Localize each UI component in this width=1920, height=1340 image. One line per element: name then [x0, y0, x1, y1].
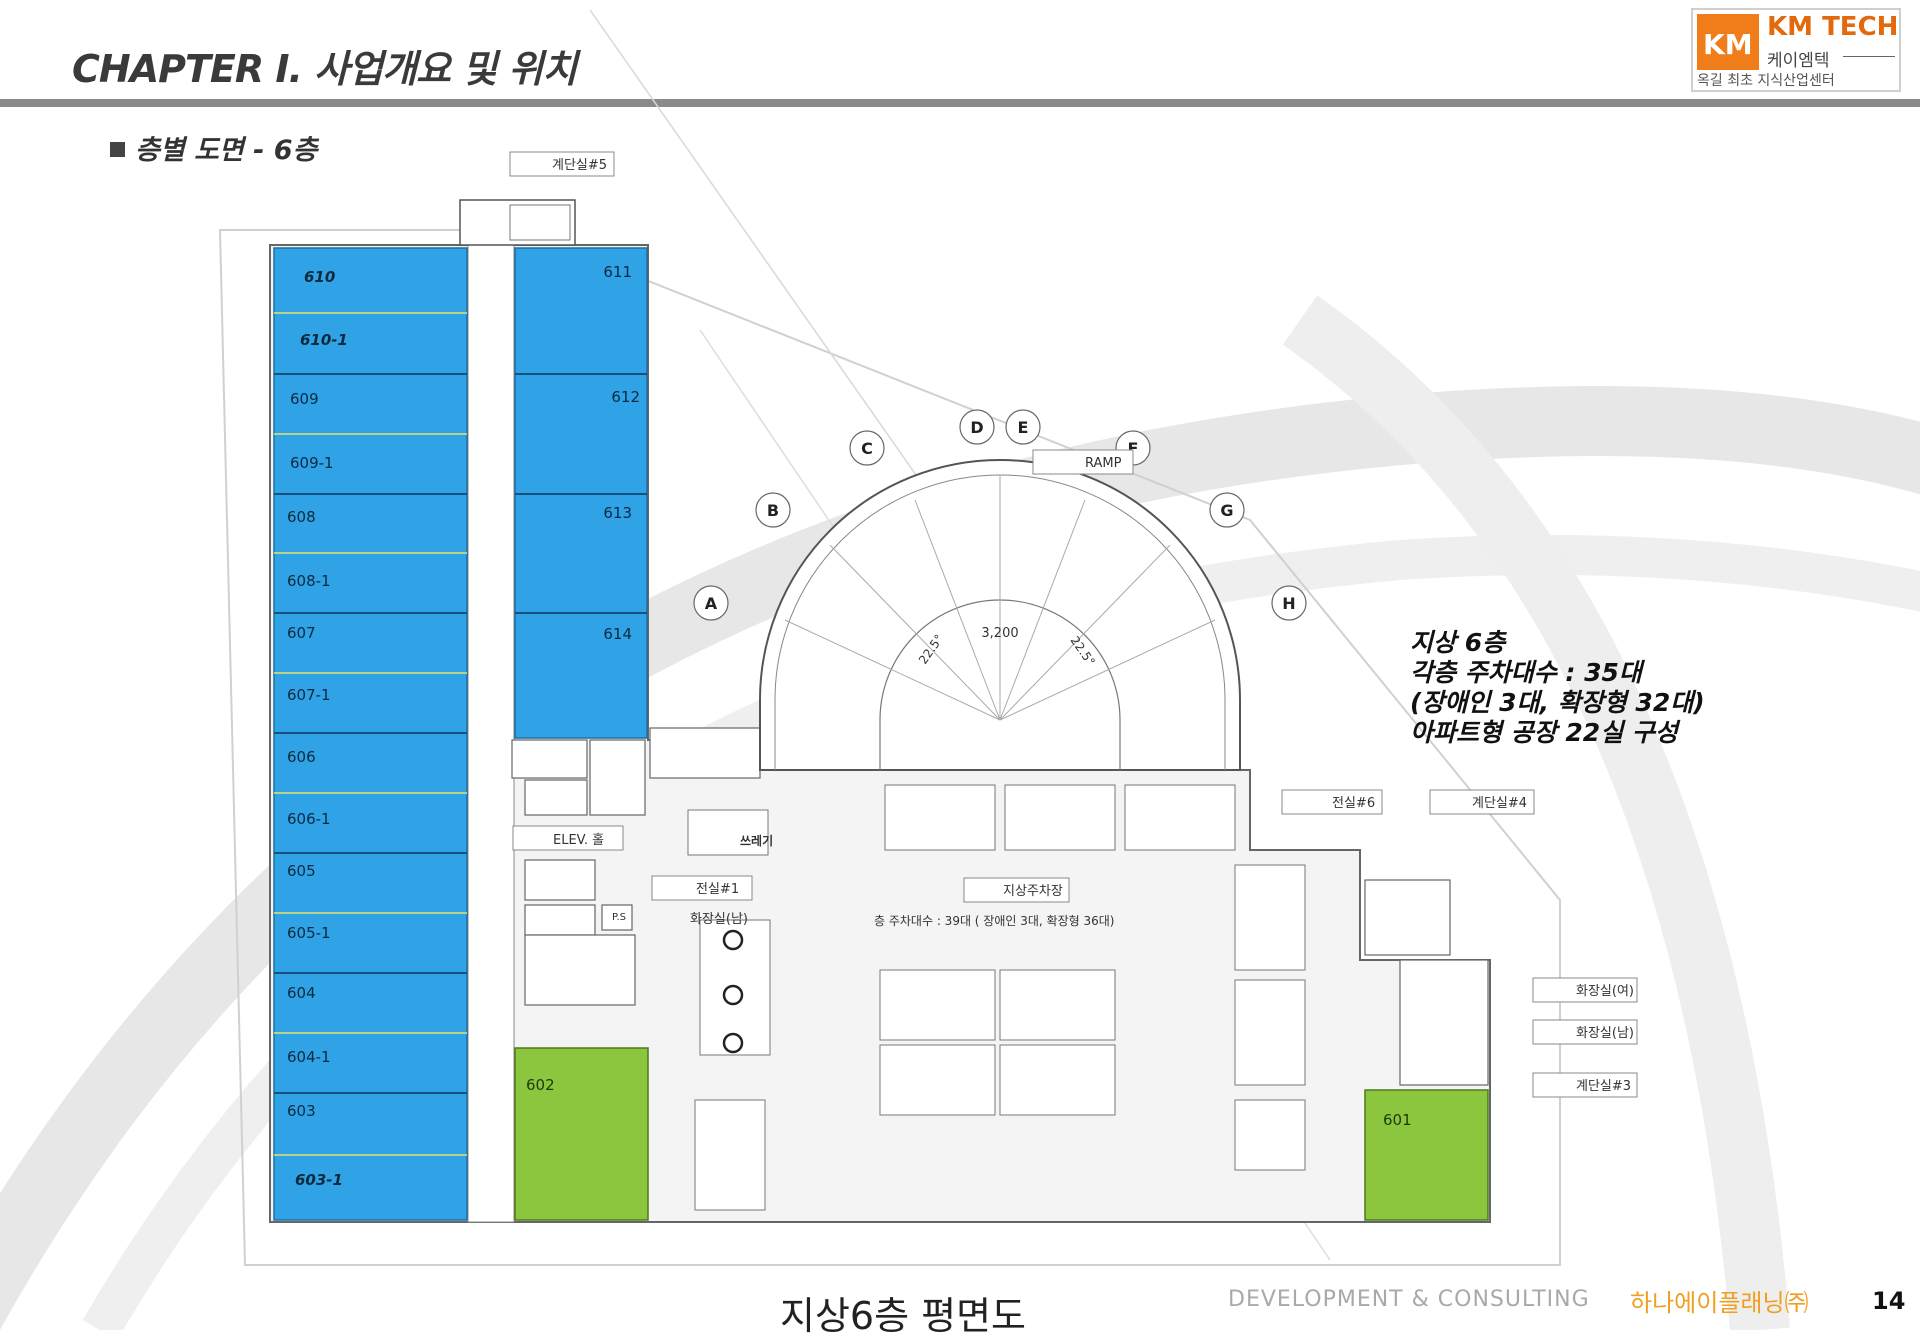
section-title: 층별 도면 - 6층 [110, 128, 317, 167]
floor-info: 지상 6층 각층 주차대수 : 35대 (장애인 3대, 확장형 32대) 아파… [1410, 628, 1705, 748]
column-marker-f: F [1128, 439, 1139, 458]
logo-divider [1843, 56, 1895, 57]
column-marker-b: B [767, 501, 779, 520]
section-title-text: 층별 도면 - 6층 [135, 135, 318, 166]
column-marker-a: A [705, 594, 718, 613]
unit-602 [514, 1047, 649, 1221]
unit-label-601: 601 [1383, 1111, 1412, 1129]
logo-brand-korean: 케이엠텍 [1767, 51, 1830, 71]
elevator-core [511, 727, 1489, 1086]
unit-label-607: 607 [287, 624, 316, 642]
unit-label-603-1: 603-1 [295, 1171, 343, 1189]
unit-601 [1364, 1089, 1489, 1221]
footer-company-en: DEVELOPMENT & CONSULTING [1228, 1287, 1590, 1312]
corridor [467, 244, 515, 1223]
tag-box [1032, 449, 1134, 475]
unit-label-612: 612 [611, 388, 640, 406]
unit-label-608: 608 [287, 508, 316, 526]
logo-tagline: 옥길 최초 지식산업센터 [1697, 73, 1835, 89]
chapter-title: CHAPTER Ⅰ. 사업개요 및 위치 [72, 47, 577, 91]
label-parking: 지상주차장 [1003, 884, 1063, 899]
label-restroom-m: 화장실(남) [1576, 1026, 1634, 1041]
unit-label-614: 614 [603, 625, 632, 643]
wheelchair-icon [722, 929, 744, 1054]
label-ps: P.S [612, 912, 626, 923]
unit-label-606-1: 606-1 [287, 810, 331, 828]
unit-label-609-1: 609-1 [290, 454, 334, 472]
stair-core-top [459, 199, 576, 246]
label-trash: 쓰레기 [740, 833, 773, 848]
column-markers [693, 409, 1307, 621]
unit-label-610-1: 610-1 [300, 331, 348, 349]
info-floor: 지상 6층 [1410, 628, 1506, 657]
label-stair5: 계단실#5 [552, 158, 607, 173]
stair-icon [509, 204, 571, 241]
info-parking: 각층 주차대수 : 35대 [1410, 658, 1642, 687]
tag-box [509, 151, 615, 177]
tag-box [1532, 1019, 1638, 1045]
unit-label-610: 610 [304, 268, 335, 286]
label-restroom-w: 화장실(여) [1576, 984, 1634, 999]
unit-label-605-1: 605-1 [287, 924, 331, 942]
column-marker-d: D [970, 418, 983, 437]
column-marker-e: E [1018, 418, 1029, 437]
header-divider [0, 99, 1920, 107]
page-number: 14 [1872, 1287, 1906, 1315]
unit-label-603: 603 [287, 1102, 316, 1120]
label-stair3: 계단실#3 [1576, 1079, 1631, 1094]
plan-caption: 지상6층 평면도 [780, 1294, 1027, 1338]
tag-box [1532, 977, 1638, 1003]
tag-box [651, 875, 753, 901]
tag-box [512, 825, 624, 851]
background-swoosh-3 [1282, 295, 1790, 1330]
tag-box [1429, 789, 1535, 815]
tag-box [1281, 789, 1383, 815]
ramp-dim-label: 3,200 [981, 626, 1018, 641]
label-ramp: RAMP [1085, 456, 1122, 471]
unit-label-608-1: 608-1 [287, 572, 331, 590]
column-marker-c: C [861, 439, 873, 458]
info-parking-detail: (장애인 3대, 확장형 32대) [1410, 688, 1705, 717]
logo-mark-icon: KM [1697, 14, 1759, 70]
parking-stalls [687, 784, 1306, 1211]
label-elec1: 전실#1 [696, 882, 739, 897]
footer-company-ko: 하나에이플래닝㈜ [1630, 1289, 1809, 1317]
unit-label-602: 602 [526, 1076, 555, 1094]
label-elev-hall: ELEV. 홀 [553, 833, 604, 848]
ramp: 22.5° 3,200 22.5° [759, 459, 1241, 771]
column-marker-g: G [1220, 501, 1233, 520]
label-stair4: 계단실#4 [1472, 796, 1527, 811]
tag-box [963, 877, 1070, 903]
unit-label-605: 605 [287, 862, 316, 880]
left-unit-column [273, 247, 468, 1221]
label-restroom-left: 화장실(남) [690, 912, 748, 927]
unit-label-611: 611 [603, 263, 632, 281]
unit-label-604-1: 604-1 [287, 1048, 331, 1066]
unit-label-613: 613 [603, 504, 632, 522]
unit-label-604: 604 [287, 984, 316, 1002]
right-unit-column [514, 247, 648, 739]
company-logo: KM KM TECH 케이엠텍 옥길 최초 지식산업센터 [1691, 8, 1901, 92]
logo-brand: KM TECH [1767, 12, 1899, 42]
bullet-square-icon [110, 142, 125, 157]
label-parking-count: 층 주차대수 : 39대 ( 장애인 3대, 확장형 36대) [874, 914, 1114, 928]
unit-label-607-1: 607-1 [287, 686, 331, 704]
column-marker-h: H [1282, 594, 1295, 613]
unit-label-606: 606 [287, 748, 316, 766]
tag-box [1532, 1072, 1638, 1098]
label-elec6: 전실#6 [1332, 796, 1375, 811]
unit-label-609: 609 [290, 390, 319, 408]
info-units: 아파트형 공장 22실 구성 [1410, 718, 1678, 747]
